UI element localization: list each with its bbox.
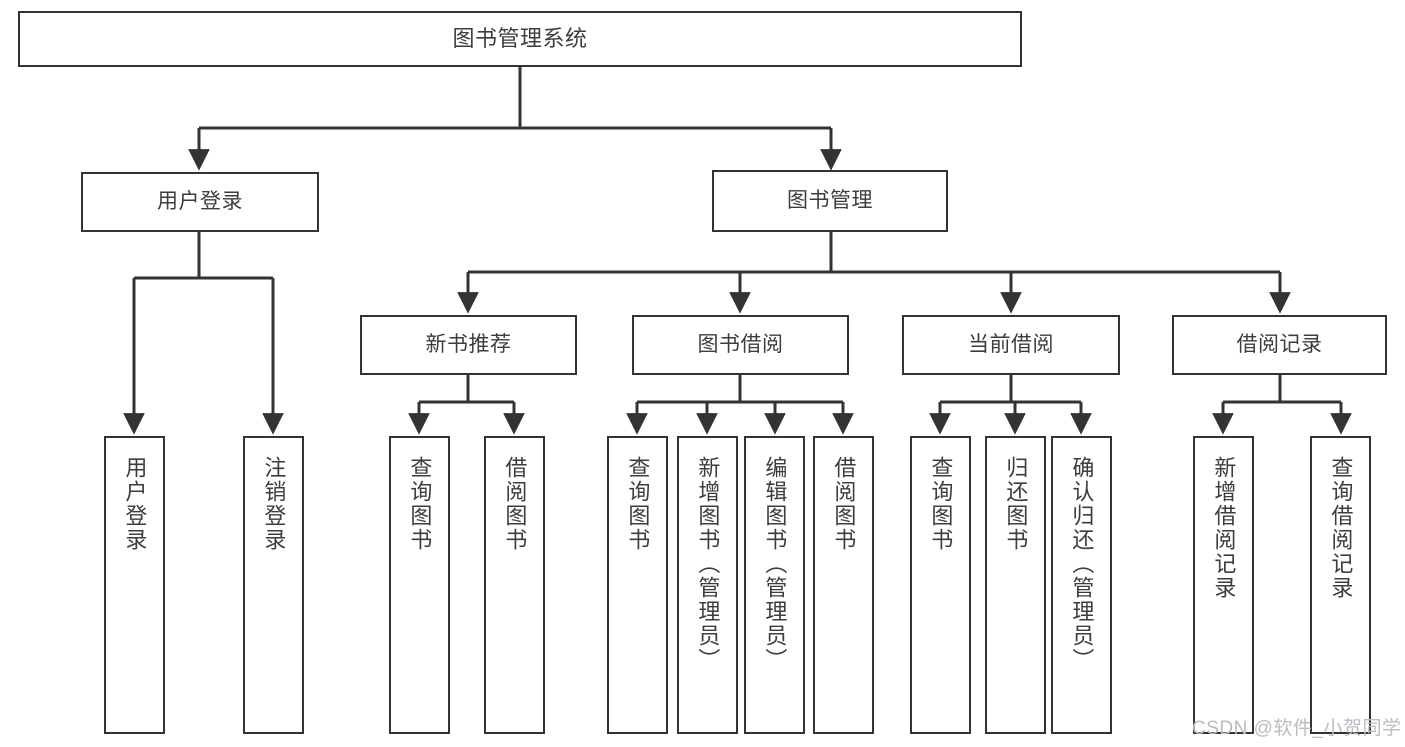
node-label: 查询借阅记录 — [1328, 456, 1354, 600]
node-leaf-logout-login[interactable]: 注销登录 — [243, 436, 304, 734]
node-new-book-recommend[interactable]: 新书推荐 — [360, 315, 577, 375]
node-label: 当前借阅 — [968, 332, 1054, 356]
node-label: 图书管理 — [787, 188, 873, 212]
node-leaf-return-book[interactable]: 归还图书 — [985, 436, 1046, 734]
node-label: 图书借阅 — [697, 332, 784, 356]
node-leaf-add-record[interactable]: 新增借阅记录 — [1193, 436, 1254, 734]
node-label: 查询图书 — [407, 456, 433, 552]
node-root-book-management-system[interactable]: 图书管理系统 — [18, 11, 1022, 67]
node-label: 新书推荐 — [425, 332, 512, 356]
node-current-borrow[interactable]: 当前借阅 — [902, 315, 1120, 375]
node-label: 用户登录 — [122, 456, 148, 552]
node-label: 编辑图书（管理员） — [762, 456, 788, 672]
node-leaf-query-book-1[interactable]: 查询图书 — [389, 436, 450, 734]
node-label: 借阅图书 — [502, 456, 528, 552]
node-leaf-add-book[interactable]: 新增图书（管理员） — [677, 436, 738, 734]
node-leaf-borrow-book-2[interactable]: 借阅图书 — [813, 436, 874, 734]
node-book-management[interactable]: 图书管理 — [712, 170, 948, 232]
node-leaf-query-book-3[interactable]: 查询图书 — [910, 436, 971, 734]
node-label: 新增借阅记录 — [1211, 456, 1237, 600]
node-book-borrow[interactable]: 图书借阅 — [632, 315, 849, 375]
node-user-login[interactable]: 用户登录 — [81, 172, 319, 232]
node-leaf-edit-book[interactable]: 编辑图书（管理员） — [744, 436, 805, 734]
node-leaf-query-book-2[interactable]: 查询图书 — [607, 436, 668, 734]
node-label: 归还图书 — [1003, 456, 1029, 552]
node-leaf-confirm-return[interactable]: 确认归还（管理员） — [1051, 436, 1112, 734]
node-leaf-borrow-book-1[interactable]: 借阅图书 — [484, 436, 545, 734]
node-label: 借阅记录 — [1236, 332, 1323, 356]
node-leaf-query-record[interactable]: 查询借阅记录 — [1310, 436, 1371, 734]
node-label: 借阅图书 — [831, 456, 857, 552]
node-label: 图书管理系统 — [452, 26, 588, 52]
csdn-watermark: CSDN @软件_小贺同学 — [1192, 718, 1402, 739]
node-leaf-user-login[interactable]: 用户登录 — [104, 436, 165, 734]
node-borrow-record[interactable]: 借阅记录 — [1172, 315, 1387, 375]
node-label: 查询图书 — [928, 456, 954, 552]
node-label: 注销登录 — [261, 456, 287, 552]
node-label: 新增图书（管理员） — [695, 456, 721, 672]
node-label: 用户登录 — [157, 189, 243, 213]
node-label: 查询图书 — [625, 456, 651, 552]
node-label: 确认归还（管理员） — [1069, 456, 1095, 672]
